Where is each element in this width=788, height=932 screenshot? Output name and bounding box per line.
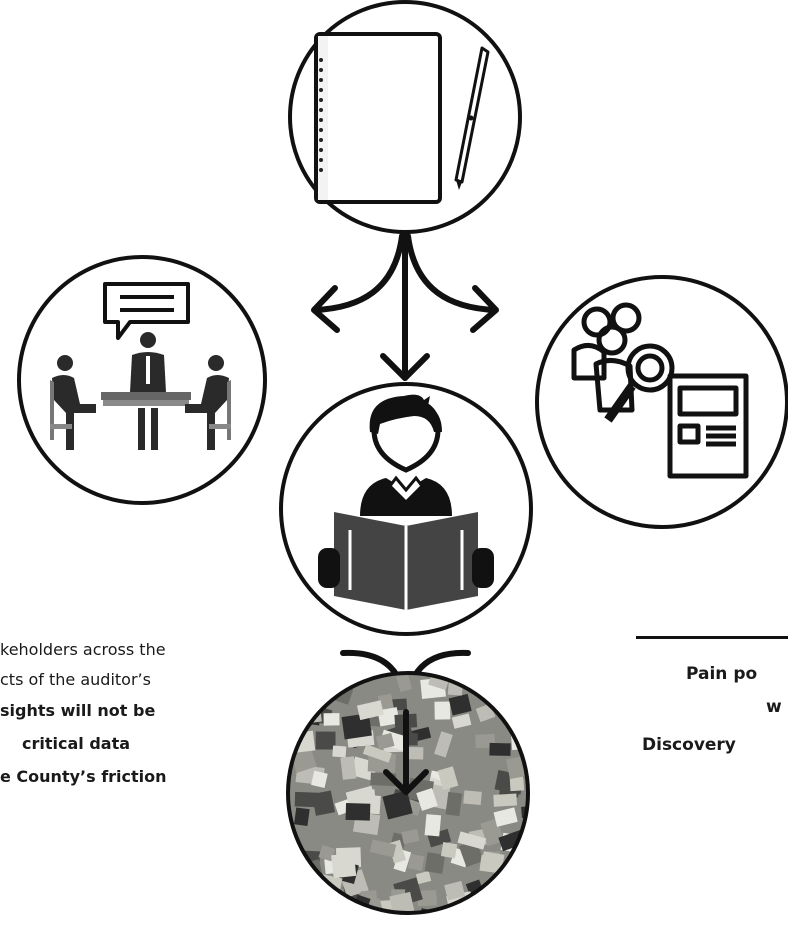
left-text-line-3: sights will not be	[0, 701, 156, 720]
sticky-note	[395, 673, 413, 693]
sticky-note	[489, 910, 506, 913]
sticky-note	[424, 852, 446, 874]
sticky-note	[331, 852, 357, 879]
sticky-note	[382, 790, 413, 820]
sticky-note	[434, 731, 453, 758]
left-text-line-4: critical data	[22, 734, 131, 753]
sticky-note	[362, 744, 392, 763]
sticky-note	[350, 907, 377, 913]
left-text-line-5: e County’s friction	[0, 767, 167, 786]
sticky-note	[315, 731, 336, 750]
sticky-note	[444, 880, 466, 901]
sticky-note	[340, 756, 357, 780]
sticky-note	[493, 793, 518, 807]
sticky-note	[369, 839, 397, 858]
left-text-line-1: keholders across the	[0, 640, 166, 659]
sticky-note	[424, 814, 442, 837]
reading-circle	[279, 382, 533, 636]
sticky-note	[357, 911, 373, 913]
sticky-note	[489, 742, 511, 756]
research-circle	[535, 275, 788, 529]
sticky-note	[437, 766, 459, 791]
sticky-note	[519, 907, 528, 913]
sticky-note	[341, 713, 372, 740]
sticky-note	[440, 842, 458, 859]
sticky-note	[415, 870, 432, 885]
sticky-note	[479, 854, 502, 874]
sticky-note	[401, 828, 420, 845]
sticky-note	[407, 853, 425, 871]
sticky-note	[345, 803, 371, 821]
right-text-line-2: w	[766, 697, 782, 717]
sticky-note	[517, 718, 528, 735]
right-text-line-3: Discovery	[642, 735, 736, 755]
sticky-notes-photo	[289, 673, 528, 913]
sticky-note	[457, 831, 487, 850]
sticky-note	[389, 891, 415, 913]
sticky-note	[294, 791, 319, 808]
sticky-note	[445, 791, 463, 817]
sticky-note	[485, 686, 515, 705]
right-text-line-1: Pain po	[686, 664, 758, 684]
branch-arrows	[311, 233, 499, 381]
user-research-icon	[571, 302, 749, 479]
sticky-note	[416, 787, 438, 811]
sticky-note	[332, 745, 347, 758]
sticky-note	[491, 903, 513, 913]
sticky-notes-circle	[286, 671, 530, 915]
sticky-note	[451, 713, 472, 729]
sticky-note	[493, 807, 518, 827]
sticky-note	[311, 770, 328, 788]
sticky-note	[519, 674, 528, 698]
meeting-circle	[17, 255, 267, 505]
sticky-note	[515, 853, 528, 870]
sticky-note	[434, 701, 451, 720]
sticky-note	[316, 673, 347, 694]
divider-rule	[636, 636, 788, 639]
sticky-note	[463, 790, 482, 806]
notebook-circle	[288, 0, 522, 234]
sticky-note	[327, 907, 353, 913]
sticky-note	[356, 700, 384, 721]
notebook-pen-icon	[314, 32, 490, 204]
sticky-note	[318, 844, 336, 862]
sticky-note	[448, 693, 472, 716]
sticky-note	[490, 678, 508, 702]
sticky-note	[294, 807, 310, 827]
sticky-note	[375, 732, 395, 750]
sticky-note	[323, 713, 340, 726]
left-text-line-2: cts of the auditor’s	[0, 670, 151, 689]
sticky-note	[417, 889, 438, 907]
person-reading-icon	[318, 394, 494, 610]
meeting-table-icon	[50, 282, 231, 450]
